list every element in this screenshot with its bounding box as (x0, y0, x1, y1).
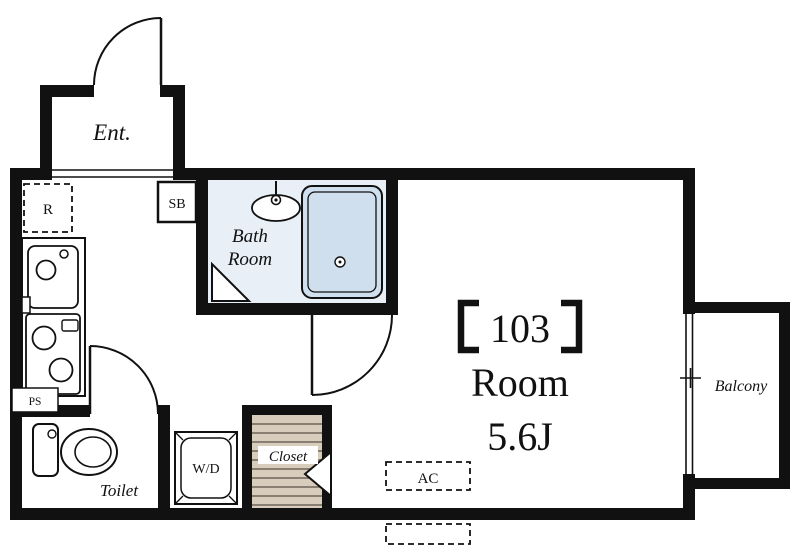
refrigerator-label: R (43, 202, 53, 218)
wall-closet-left (242, 405, 252, 508)
washer-dryer-label: W/D (192, 462, 219, 477)
refrigerator-box (23, 183, 73, 233)
bracket-open-icon (457, 299, 479, 354)
bath-room-label-line2: Room (227, 249, 272, 270)
ac-outdoor-box (385, 523, 471, 545)
wall-entrance-right (173, 85, 185, 180)
room-word-label: Room (471, 360, 569, 405)
pipe-space-label: PS (29, 396, 42, 408)
balcony-label: Balcony (715, 378, 768, 395)
entrance-label: Ent. (92, 120, 131, 145)
wall-right-upper (683, 168, 695, 314)
bathtub-drain-dot-icon (338, 260, 342, 264)
sink-drain-icon (35, 259, 57, 281)
toilet-door-arc (89, 345, 159, 415)
closet-label: Closet (269, 449, 308, 465)
wall-balcony-top (695, 302, 790, 313)
wall-entrance-top-left (40, 85, 94, 97)
wall-right-lower (683, 474, 695, 520)
bath-door-triangle (211, 261, 252, 302)
sink-faucet-icon (59, 249, 69, 259)
stove-burner-2-icon (48, 357, 74, 383)
kitchen-counter (21, 237, 86, 397)
basin-faucet-dot-icon (274, 198, 278, 202)
wall-closet-top (242, 405, 332, 415)
walls (10, 85, 790, 520)
shoe-box (156, 180, 198, 224)
pipe-space-box (11, 387, 59, 413)
kitchen-sink (27, 245, 79, 309)
wall-entrance-left (40, 85, 52, 175)
bath-room-label-line1: Bath (232, 226, 268, 247)
ac-indoor-box (385, 461, 471, 491)
washer-dryer-corner-ticks (175, 432, 237, 504)
washer-dryer-box (174, 431, 238, 505)
wall-left (10, 168, 22, 520)
bracket-close-icon (561, 299, 583, 354)
toilet-flush-button-icon (47, 429, 57, 439)
room-size-label: 5.6J (487, 414, 553, 459)
wall-bath-bottom (196, 303, 398, 315)
entrance-door-arc (93, 17, 162, 86)
toilet-bowl-inner (74, 436, 112, 468)
wall-top-main (173, 168, 695, 180)
wall-balcony-right (779, 302, 790, 489)
wall-balcony-bottom (695, 478, 790, 489)
ac-label: AC (418, 471, 439, 487)
wall-bath-left (196, 180, 208, 315)
bathtub (301, 185, 383, 299)
stove-burner-1-icon (31, 325, 57, 351)
shoe-box-label: SB (168, 197, 185, 212)
counter-tab (21, 296, 31, 314)
wall-bottom (10, 508, 695, 520)
closet-label-backing (258, 446, 318, 464)
room-door-arc (311, 314, 393, 396)
balcony-window (680, 314, 701, 474)
washer-dryer-inner (180, 437, 232, 499)
bathtub-inner-rim (307, 191, 377, 293)
toilet-tank (32, 423, 59, 477)
toilet-label: Toilet (100, 481, 139, 500)
wall-toilet-right (158, 405, 170, 520)
toilet-bowl (60, 428, 118, 476)
wall-bath-right (386, 180, 398, 315)
room-number-label: 103 (490, 306, 550, 351)
stove-grill-icon (61, 319, 79, 332)
